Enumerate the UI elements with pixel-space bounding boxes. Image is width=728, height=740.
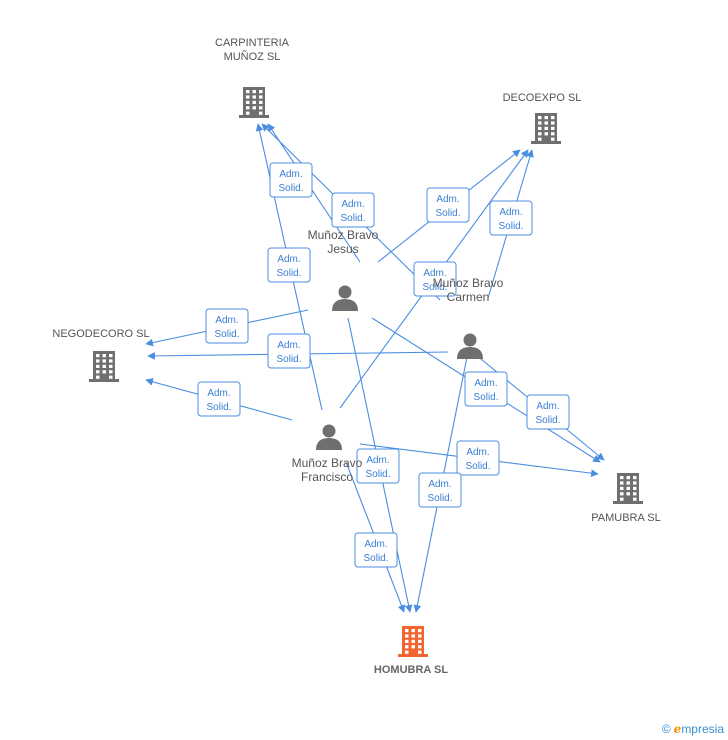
person-icon	[316, 424, 342, 450]
building-icon	[398, 626, 428, 657]
building-icon	[613, 473, 643, 504]
edge-label: Adm. Solid.	[418, 472, 462, 508]
edge-label: Adm. Solid.	[356, 448, 400, 484]
edge-label-text: Adm.	[279, 169, 302, 180]
edge-label-box	[526, 394, 570, 430]
edge-label-text: Solid.	[365, 469, 390, 480]
node-decoexpo[interactable]: DECOEXPO SL	[503, 92, 582, 144]
edge-label-box	[269, 162, 313, 198]
edge-label-text: Adm.	[277, 340, 300, 351]
node-label: CARPINTERIA	[215, 37, 290, 49]
edge-label-text: Adm.	[341, 199, 364, 210]
node-label: Jesus	[327, 242, 358, 256]
node-label: Muñoz Bravo	[292, 456, 363, 470]
edge-label-text: Solid.	[276, 354, 301, 365]
edge-label: Adm. Solid.	[489, 200, 533, 236]
edge-label-text: Adm.	[436, 194, 459, 205]
edge-label-box	[456, 440, 500, 476]
edge-label-text: Solid.	[340, 213, 365, 224]
edge-label-text: Adm.	[428, 479, 451, 490]
edge-label-text: Solid.	[427, 493, 452, 504]
edge-label-box	[418, 472, 462, 508]
edge-label-text: Solid.	[435, 208, 460, 219]
node-label: HOMUBRA SL	[374, 664, 448, 676]
edge-label-text: Solid.	[535, 415, 560, 426]
brand-e: e	[673, 722, 682, 736]
edge-label-box	[267, 333, 311, 369]
edge-label-text: Adm.	[499, 207, 522, 218]
building-icon	[239, 87, 269, 118]
edge-label-text: Adm.	[423, 268, 446, 279]
edge-label-box	[205, 308, 249, 344]
node-label: Francisco	[301, 470, 353, 484]
edge-label-box	[331, 192, 375, 228]
edge-label-text: Adm.	[536, 401, 559, 412]
edge-label: Adm. Solid.	[413, 261, 457, 297]
edge-label-text: Adm.	[466, 447, 489, 458]
edge-label: Adm. Solid.	[269, 162, 313, 198]
edge-label-box	[426, 187, 470, 223]
edge-label: Adm. Solid.	[526, 394, 570, 430]
copyright-icon: ©	[661, 722, 671, 736]
edge-label-text: Solid.	[465, 461, 490, 472]
edge-label-text: Adm.	[366, 455, 389, 466]
edge-label-box	[356, 448, 400, 484]
node-label: Muñoz Bravo	[308, 228, 379, 242]
node-label: Carmen	[447, 290, 490, 304]
brand-footer: ©empresia	[662, 722, 724, 736]
edge-label-box	[354, 532, 398, 568]
edge-label-text: Solid.	[363, 553, 388, 564]
edge-label-text: Solid.	[206, 402, 231, 413]
edge-label: Adm. Solid.	[331, 192, 375, 228]
node-label: PAMUBRA SL	[591, 512, 661, 524]
edge-label: Adm. Solid.	[267, 333, 311, 369]
building-icon	[89, 351, 119, 382]
edge-label-box	[413, 261, 457, 297]
person-icon	[332, 285, 358, 311]
edge-label: Adm. Solid.	[197, 381, 241, 417]
node-label: NEGODECORO SL	[52, 328, 149, 340]
edge-label: Adm. Solid.	[464, 371, 508, 407]
edge-label: Adm. Solid.	[267, 247, 311, 283]
edge-label-text: Adm.	[277, 254, 300, 265]
edge-label: Adm. Solid.	[205, 308, 249, 344]
node-pamubra[interactable]: PAMUBRA SL	[591, 473, 661, 524]
edge-label-text: Solid.	[473, 392, 498, 403]
edge-label: Adm. Solid.	[426, 187, 470, 223]
edge-label-text: Adm.	[474, 378, 497, 389]
node-label: MUÑOZ SL	[224, 50, 281, 63]
node-negodecoro[interactable]: NEGODECORO SL	[52, 328, 150, 382]
edge-label-text: Solid.	[214, 329, 239, 340]
edge-jesus-to-carpinteria	[267, 123, 361, 263]
edge-label-text: Adm.	[207, 388, 230, 399]
building-icon	[531, 113, 561, 144]
edge-label-text: Adm.	[364, 539, 387, 550]
edge-label-box	[464, 371, 508, 407]
edge-label-text: Solid.	[422, 282, 447, 293]
edge-label-box	[267, 247, 311, 283]
edge-label: Adm. Solid.	[456, 440, 500, 476]
edge-label-text: Adm.	[215, 315, 238, 326]
edge-label-text: Solid.	[276, 268, 301, 279]
brand-name: mpresia	[681, 722, 724, 736]
person-icon	[457, 333, 483, 359]
edge-label-text: Solid.	[498, 221, 523, 232]
edge-label: Adm. Solid.	[354, 532, 398, 568]
edge-label-text: Solid.	[278, 183, 303, 194]
node-homubra[interactable]: HOMUBRA SL	[374, 626, 448, 676]
node-label: Muñoz Bravo	[433, 276, 504, 290]
edge-label-box	[489, 200, 533, 236]
node-label: DECOEXPO SL	[503, 92, 582, 104]
edge-label-box	[197, 381, 241, 417]
